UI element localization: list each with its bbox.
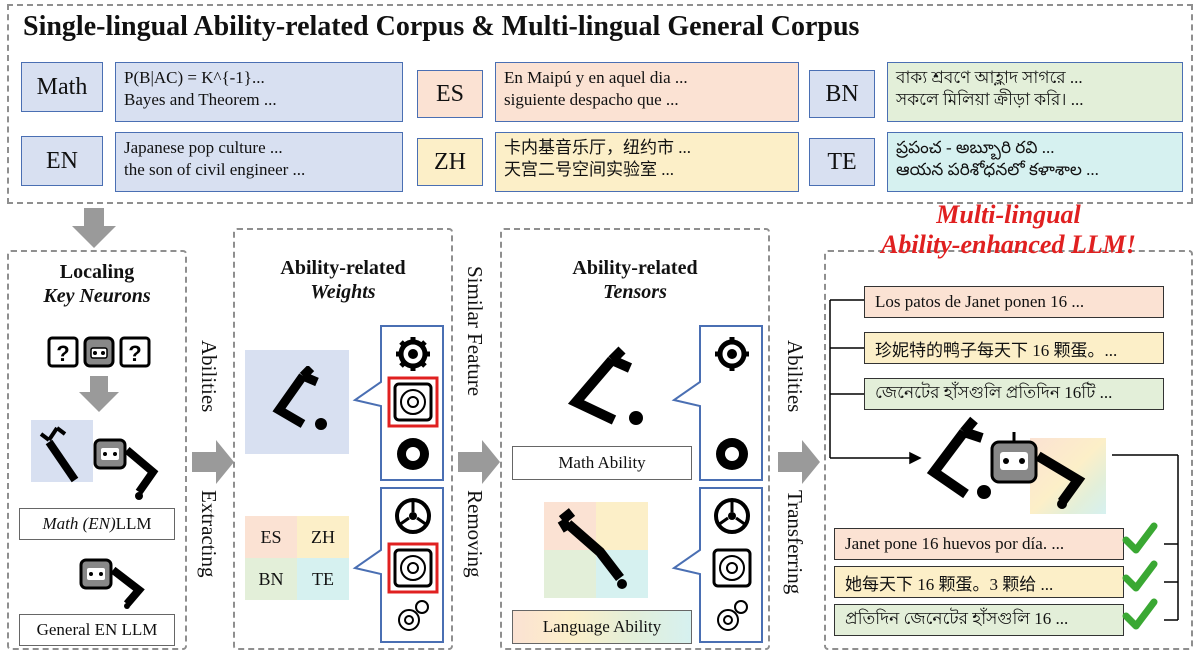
math-en-llm-prefix: Math (EN) — [42, 514, 116, 533]
enhanced-llm-title-line1: Multi-lingual — [936, 200, 1081, 229]
output-answer: প্রতিদিন জেনেটের হাঁসগুলি 16 ... — [834, 604, 1124, 636]
tag-zh: ZH — [417, 138, 483, 186]
corpus-line: P(B|AC) = K^{-1}... — [124, 68, 265, 87]
output-answer: Janet pone 16 huevos por día. ... — [834, 528, 1124, 560]
math-ability-label: Math Ability — [512, 446, 692, 480]
check-icon — [1122, 522, 1158, 554]
math-en-llm-suffix: LLM — [115, 514, 152, 533]
tag-te: TE — [809, 138, 875, 186]
input-prompt: 珍妮特的鸭子每天下 16 颗蛋。... — [864, 332, 1164, 364]
callout-frame — [671, 487, 763, 643]
extracting-label: Extracting — [197, 490, 221, 578]
grid-cell-bn: BN — [245, 558, 297, 600]
callout-frame — [352, 487, 444, 643]
corpus-line: the son of civil engineer ... — [124, 160, 306, 179]
grid-cell-zh — [596, 502, 648, 550]
language-grid: ES ZH BN TE — [245, 516, 349, 600]
panel-ability-weights: Ability-related Weights ES ZH BN TE — [233, 228, 453, 650]
robot-arm-icon — [567, 346, 643, 425]
tag-math: Math — [21, 62, 103, 112]
math-weights-block — [245, 350, 349, 454]
grid-cell-zh: ZH — [297, 516, 349, 558]
corpus-text-zh: 卡内基音乐厅，纽约市 ... 天宫二号空间实验室 ... — [495, 132, 799, 192]
corpus-line: ఆయన పరిశోధనలో కళాశాల ... — [896, 160, 1099, 179]
panel3-title: Ability-related Tensors — [502, 256, 768, 304]
panel3-title-line2: Tensors — [603, 281, 667, 303]
corpus-text-en: Japanese pop culture ... the son of civi… — [115, 132, 403, 192]
corpus-line: 卡内基音乐厅，纽约市 ... — [504, 138, 691, 157]
right-arrow-icon — [778, 440, 820, 484]
panel1-title-line2: Key Neurons — [43, 285, 151, 307]
robot-arm-icon — [926, 416, 1086, 509]
corpus-text-te: ప్రపంచ - అబ్బూరి రవి ... ఆయన పరిశోధనలో క… — [887, 132, 1183, 192]
input-prompt: Los patos de Janet ponen 16 ... — [864, 286, 1164, 318]
panel-ability-tensors: Ability-related Tensors Math Ability Lan… — [500, 228, 770, 650]
robot-arm-icon — [79, 558, 145, 609]
svg-text:?: ? — [128, 341, 141, 366]
panel-enhanced-llm — [824, 250, 1193, 650]
grid-cell-es: ES — [245, 516, 297, 558]
robot-arm-icon — [557, 508, 627, 589]
corpus-line: En Maipú y en aquel dia ... — [504, 68, 688, 87]
tag-es: ES — [417, 70, 483, 118]
robot-arm-icon — [272, 366, 327, 430]
corpus-line: siguiente despacho que ... — [504, 90, 679, 109]
grid-cell-te: TE — [297, 558, 349, 600]
corpus-line: 天宫二号空间实验室 ... — [504, 160, 674, 179]
corpus-title: Single-lingual Ability-related Corpus & … — [23, 11, 860, 42]
corpus-text-math: P(B|AC) = K^{-1}... Bayes and Theorem ..… — [115, 62, 403, 122]
language-ability-label: Language Ability — [512, 610, 692, 644]
panel-locating-key-neurons: Localing Key Neurons ? ? Math (EN) LLM G… — [7, 250, 187, 650]
panel2-title-line2: Weights — [310, 281, 376, 303]
panel3-title-line1: Ability-related — [572, 257, 698, 279]
corpus-line: বাক্য শ্রবণে আহ্লাদ সাগরে ... — [896, 68, 1083, 87]
similar-feature-label: Similar Feature — [463, 266, 487, 397]
general-en-llm-label: General EN LLM — [19, 614, 175, 646]
output-answer: 她每天下 16 颗蛋。3 颗给 ... — [834, 566, 1124, 598]
right-arrow-icon — [458, 440, 500, 484]
panel1-title-line1: Localing — [59, 261, 135, 283]
tag-bn: BN — [809, 70, 875, 118]
panel1-title: Localing Key Neurons — [9, 260, 185, 308]
corpus-text-bn: বাক্য শ্রবণে আহ্লাদ সাগরে ... সকলে মিলিয… — [887, 62, 1183, 122]
connector-lines — [829, 299, 1179, 621]
check-icon — [1122, 598, 1158, 630]
language-tensor-grid — [544, 502, 648, 598]
transferring-label: Transferring — [783, 490, 807, 595]
corpus-line: Japanese pop culture ... — [124, 138, 283, 157]
grid-cell-bn — [544, 550, 596, 598]
callout-frame — [671, 325, 763, 481]
corpus-line: সকলে মিলিয়া ক্রীড়া করি। ... — [896, 90, 1084, 109]
panel2-title: Ability-related Weights — [235, 256, 451, 304]
corpus-line: Bayes and Theorem ... — [124, 90, 277, 109]
unknown-neuron-robot-icon: ? ? — [47, 336, 151, 368]
panel2-title-line1: Ability-related — [280, 257, 406, 279]
right-arrow-icon — [192, 440, 234, 484]
svg-text:?: ? — [56, 341, 69, 366]
callout-frame — [352, 325, 444, 481]
tag-en: EN — [21, 136, 103, 186]
abilities-label: Abilities — [197, 340, 221, 413]
enhanced-llm-title: Multi-lingual Ability-enhanced LLM! — [824, 200, 1193, 260]
abilities-label: Abilities — [783, 340, 807, 413]
corpus-line: ప్రపంచ - అబ్బూరి రవి ... — [896, 138, 1055, 157]
input-prompt: জেনেটের হাঁসগুলি প্রতিদিন 16টি ... — [864, 378, 1164, 410]
math-en-llm-label: Math (EN) LLM — [19, 508, 175, 540]
down-arrow-icon — [79, 376, 119, 412]
corpus-box: Single-lingual Ability-related Corpus & … — [7, 4, 1193, 204]
removing-label: Removing — [463, 490, 487, 578]
enhanced-llm-title-line2: Ability-enhanced LLM! — [881, 230, 1136, 259]
check-icon — [1122, 560, 1158, 592]
robot-arm-icon — [39, 426, 159, 500]
down-arrow-icon — [72, 208, 116, 248]
corpus-text-es: En Maipú y en aquel dia ... siguiente de… — [495, 62, 799, 122]
